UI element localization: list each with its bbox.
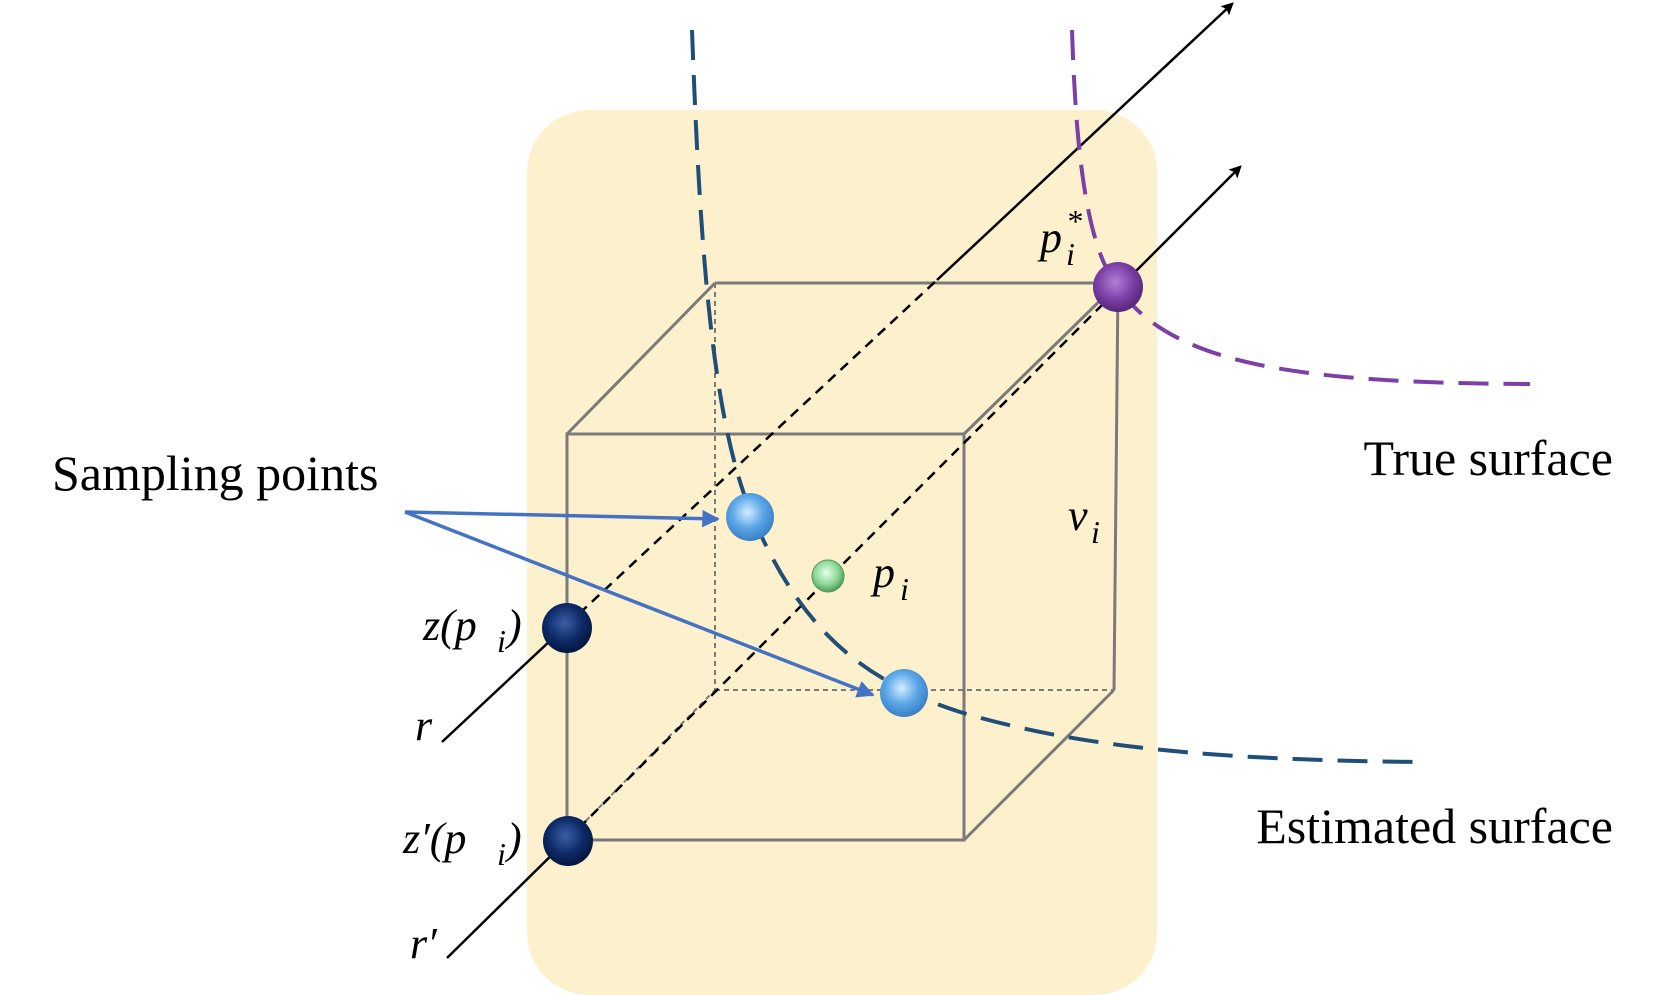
- z-pi-label: z(p i ): [422, 601, 522, 659]
- r-prime-label: r′: [410, 919, 438, 968]
- svg-text:z(p: z(p: [422, 601, 477, 650]
- ray-r: [441, 2, 1234, 743]
- svg-text:*: *: [1066, 203, 1082, 239]
- r-label: r: [415, 701, 433, 750]
- v-i-label: v i: [1068, 491, 1100, 550]
- sampling-point-upper: [726, 493, 774, 541]
- true-surface-label: True surface: [1364, 430, 1613, 486]
- sampling-points-label: Sampling points: [52, 445, 378, 501]
- zprime-pi-label: z′(p i ): [402, 814, 522, 872]
- cube-edges: [565, 281, 1120, 842]
- svg-text:p: p: [870, 548, 895, 597]
- svg-text:i: i: [900, 571, 909, 607]
- svg-text:): ): [504, 601, 522, 650]
- p-star-point: [1093, 262, 1143, 312]
- sampling-point-lower: [880, 669, 928, 717]
- svg-text:i: i: [497, 836, 506, 872]
- svg-text:v: v: [1068, 491, 1088, 540]
- p-i-label: p i: [870, 548, 909, 607]
- svg-text:): ): [504, 814, 522, 863]
- estimated-surface-curve: [690, 29, 1421, 764]
- estimated-surface-label: Estimated surface: [1256, 798, 1613, 854]
- svg-text:p: p: [1037, 213, 1062, 262]
- sampling-pointer-arrows: [404, 509, 875, 698]
- zprime-pi-point: [543, 816, 593, 866]
- svg-text:z′(p: z′(p: [402, 814, 466, 863]
- p-star-label: p i *: [1037, 203, 1082, 272]
- p-i-point: [811, 559, 845, 593]
- svg-text:i: i: [1091, 514, 1100, 550]
- svg-text:i: i: [1066, 236, 1075, 272]
- voxel-background: [527, 110, 1157, 995]
- svg-text:i: i: [497, 623, 506, 659]
- z-pi-point: [542, 603, 592, 653]
